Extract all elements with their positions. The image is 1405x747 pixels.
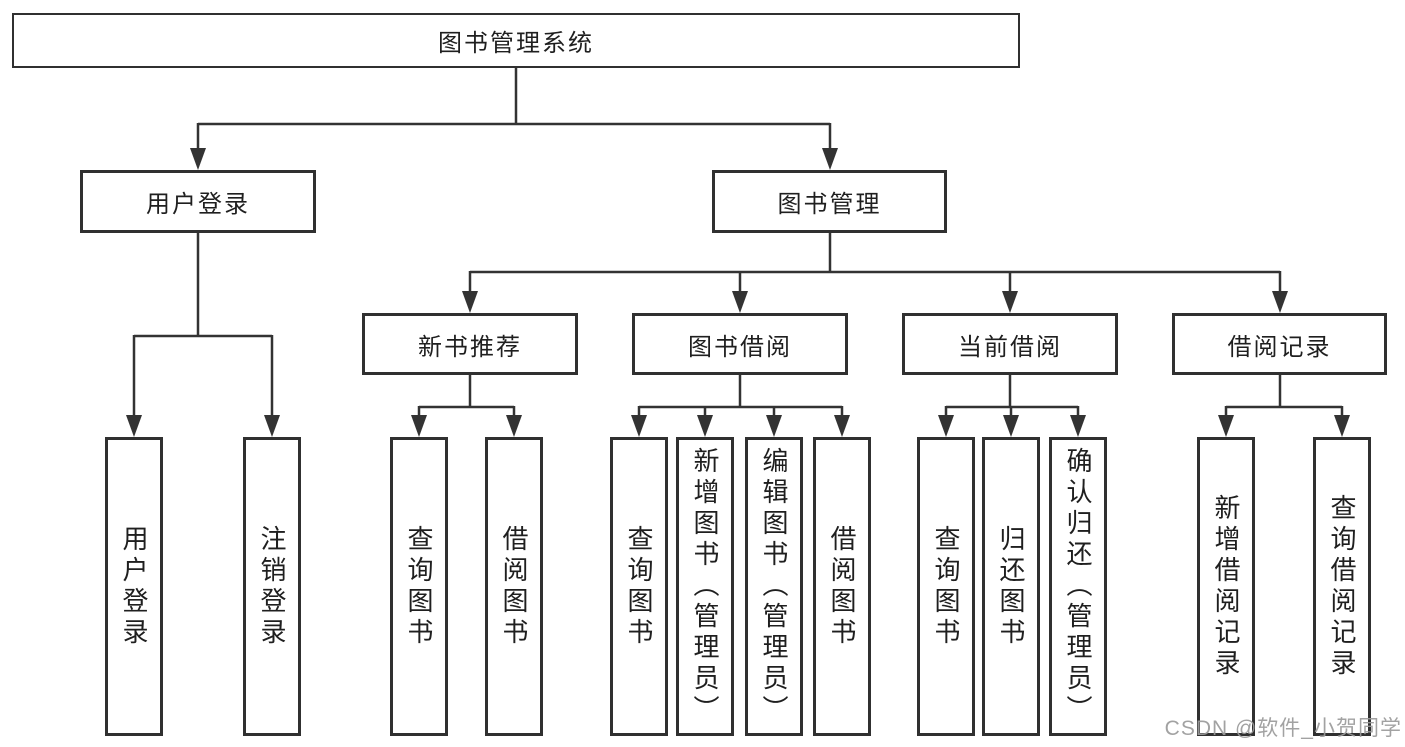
node-current-borrow-label: 当前借阅	[958, 333, 1062, 361]
arrowhead-icon	[938, 415, 954, 437]
arrowhead-icon	[1218, 415, 1234, 437]
leaf-edit-book-admin: 编辑图书（管理员）	[745, 437, 803, 736]
csdn-watermark: CSDN @软件_小贺同学	[1164, 717, 1402, 740]
arrowhead-icon	[697, 415, 713, 437]
arrowhead-icon	[1002, 291, 1018, 313]
leaf-borrow-books-label: 借阅图书	[827, 524, 857, 649]
leaf-confirm-return-admin: 确认归还（管理员）	[1049, 437, 1107, 736]
leaf-user-login: 用户登录	[105, 437, 163, 736]
leaf-query-books-current-label: 查询图书	[931, 524, 961, 649]
arrowhead-icon	[1334, 415, 1350, 437]
leaf-borrow-books: 借阅图书	[813, 437, 871, 736]
leaf-query-books-borrow: 查询图书	[610, 437, 668, 736]
arrowhead-icon	[732, 291, 748, 313]
node-new-book-recommend: 新书推荐	[362, 313, 578, 375]
leaf-edit-book-admin-label: 编辑图书（管理员）	[759, 447, 789, 726]
arrowhead-icon	[766, 415, 782, 437]
arrowhead-icon	[834, 415, 850, 437]
leaf-return-book: 归还图书	[982, 437, 1040, 736]
node-book-borrow-label: 图书借阅	[688, 333, 792, 361]
node-user-login-label: 用户登录	[146, 191, 250, 218]
leaf-return-book-label: 归还图书	[996, 524, 1026, 649]
node-new-book-recommend-label: 新书推荐	[418, 333, 522, 361]
node-root: 图书管理系统	[12, 13, 1020, 68]
connector-book-management-to-level3	[468, 233, 1282, 293]
leaf-borrow-books-recommend-label: 借阅图书	[499, 524, 529, 649]
leaf-logout: 注销登录	[243, 437, 301, 736]
leaf-logout-label: 注销登录	[257, 524, 287, 649]
connector-current-borrow-to-children	[944, 375, 1080, 417]
arrowhead-icon	[1070, 415, 1086, 437]
node-book-borrow: 图书借阅	[632, 313, 848, 375]
arrowhead-icon	[822, 148, 838, 170]
leaf-add-borrow-record-label: 新增借阅记录	[1211, 493, 1241, 680]
node-borrow-records: 借阅记录	[1172, 313, 1387, 375]
leaf-add-book-admin: 新增图书（管理员）	[676, 437, 734, 736]
leaf-query-books-recommend-label: 查询图书	[404, 524, 434, 649]
leaf-query-borrow-record: 查询借阅记录	[1313, 437, 1371, 736]
arrowhead-icon	[190, 148, 206, 170]
arrowhead-icon	[631, 415, 647, 437]
node-book-management: 图书管理	[712, 170, 947, 233]
node-user-login: 用户登录	[80, 170, 316, 233]
arrowhead-icon	[126, 415, 142, 437]
arrowhead-icon	[411, 415, 427, 437]
arrowhead-icon	[1272, 291, 1288, 313]
leaf-query-books-borrow-label: 查询图书	[624, 524, 654, 649]
leaf-query-books-recommend: 查询图书	[390, 437, 448, 736]
connector-root-to-level2	[196, 68, 832, 150]
node-current-borrow: 当前借阅	[902, 313, 1118, 375]
arrowhead-icon	[264, 415, 280, 437]
connector-borrow-records-to-children	[1224, 375, 1344, 417]
node-borrow-records-label: 借阅记录	[1227, 333, 1332, 361]
leaf-add-borrow-record: 新增借阅记录	[1197, 437, 1255, 736]
arrowhead-icon	[506, 415, 522, 437]
leaf-borrow-books-recommend: 借阅图书	[485, 437, 543, 736]
leaf-query-borrow-record-label: 查询借阅记录	[1327, 493, 1357, 680]
node-book-management-label: 图书管理	[777, 191, 882, 218]
arrowhead-icon	[462, 291, 478, 313]
leaf-user-login-label: 用户登录	[119, 524, 149, 649]
connector-user-login-to-children	[132, 233, 274, 417]
connector-new-book-recommend-to-children	[417, 375, 516, 417]
node-root-label: 图书管理系统	[438, 30, 594, 57]
leaf-add-book-admin-label: 新增图书（管理员）	[690, 447, 720, 726]
leaf-confirm-return-admin-label: 确认归还（管理员）	[1063, 447, 1093, 726]
leaf-query-books-current: 查询图书	[917, 437, 975, 736]
connector-book-borrow-to-children	[637, 375, 844, 417]
arrowhead-icon	[1003, 415, 1019, 437]
